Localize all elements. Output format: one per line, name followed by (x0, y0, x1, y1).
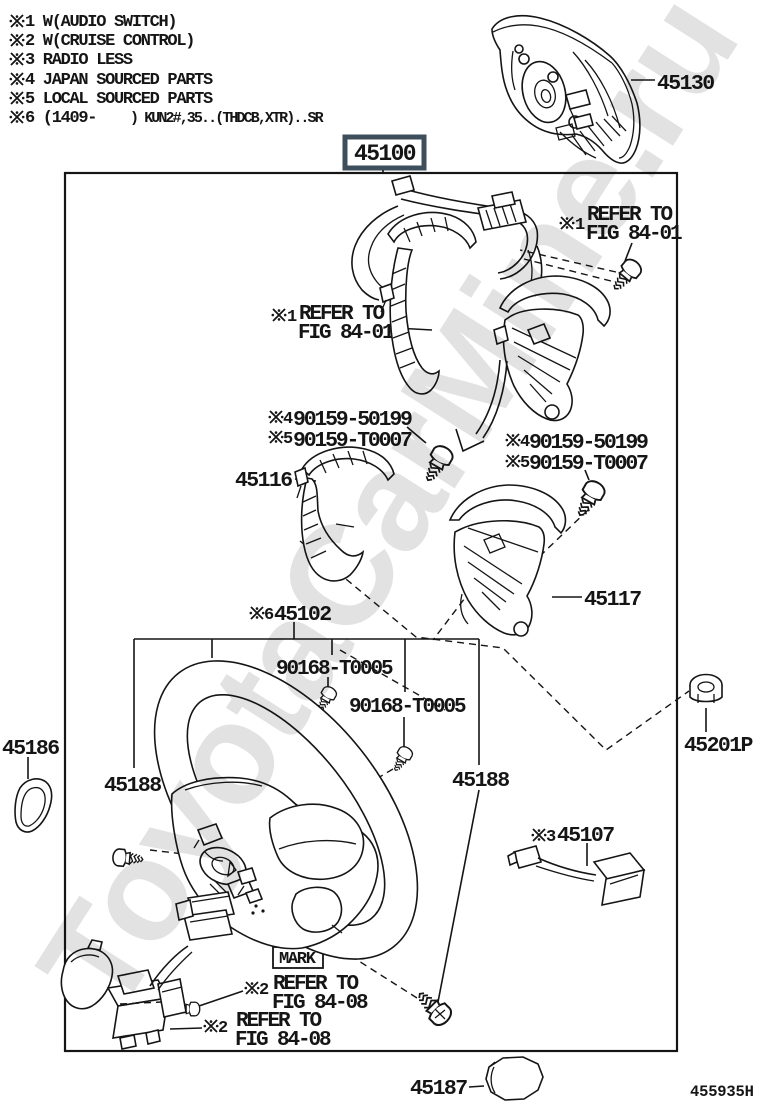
svg-text:2: 2 (259, 981, 269, 1000)
svg-text:45188: 45188 (452, 769, 509, 793)
svg-text:4: 4 (520, 433, 530, 452)
svg-text:FIG 84-08: FIG 84-08 (235, 1029, 331, 1052)
svg-text:5: 5 (283, 430, 293, 449)
svg-text:45130: 45130 (657, 72, 714, 96)
svg-text:) KUN2#,35..(THDCB,XTR)..SR: ) KUN2#,35..(THDCB,XTR)..SR (130, 110, 324, 127)
svg-text:FIG 84-01: FIG 84-01 (586, 223, 682, 246)
svg-text:3 RADIO LESS: 3 RADIO LESS (25, 51, 133, 70)
svg-text:455935H: 455935H (690, 1083, 754, 1101)
svg-text:5: 5 (520, 454, 530, 473)
svg-text:90159-50199: 90159-50199 (529, 431, 648, 455)
svg-text:45186: 45186 (2, 737, 59, 761)
svg-text:1 W(AUDIO SWITCH): 1 W(AUDIO SWITCH) (25, 13, 176, 32)
svg-text:45100: 45100 (354, 141, 416, 167)
svg-text:FIG 84-01: FIG 84-01 (298, 322, 394, 345)
svg-text:45107: 45107 (557, 824, 614, 848)
svg-text:6 (1409-: 6 (1409- (25, 109, 96, 128)
svg-text:45102: 45102 (274, 603, 331, 627)
svg-text:REFER TO: REFER TO (299, 303, 385, 326)
svg-text:45187: 45187 (410, 1077, 467, 1101)
svg-text:4: 4 (283, 410, 293, 429)
svg-text:45116: 45116 (235, 469, 292, 493)
svg-text:1: 1 (575, 216, 585, 235)
svg-text:6: 6 (264, 606, 274, 625)
svg-text:REFER TO: REFER TO (273, 973, 359, 996)
svg-text:4 JAPAN SOURCED PARTS: 4 JAPAN SOURCED PARTS (25, 71, 213, 90)
svg-text:FIG 84-08: FIG 84-08 (272, 992, 368, 1015)
svg-text:90159-50199: 90159-50199 (293, 408, 412, 432)
svg-text:5 LOCAL SOURCED PARTS: 5 LOCAL SOURCED PARTS (25, 90, 213, 109)
svg-text:REFER TO: REFER TO (236, 1010, 322, 1033)
svg-text:MARK: MARK (279, 950, 317, 969)
svg-text:REFER TO: REFER TO (587, 204, 673, 227)
svg-text:90168-T0005: 90168-T0005 (349, 696, 466, 719)
svg-text:1: 1 (287, 308, 297, 327)
svg-text:90159-T0007: 90159-T0007 (529, 452, 648, 476)
svg-text:2 W(CRUISE CONTROL): 2 W(CRUISE CONTROL) (25, 32, 194, 51)
svg-text:2: 2 (218, 1019, 228, 1038)
svg-text:45188: 45188 (104, 774, 161, 798)
svg-text:45201P: 45201P (684, 734, 753, 758)
svg-text:3: 3 (546, 828, 556, 847)
svg-text:45117: 45117 (584, 588, 641, 612)
